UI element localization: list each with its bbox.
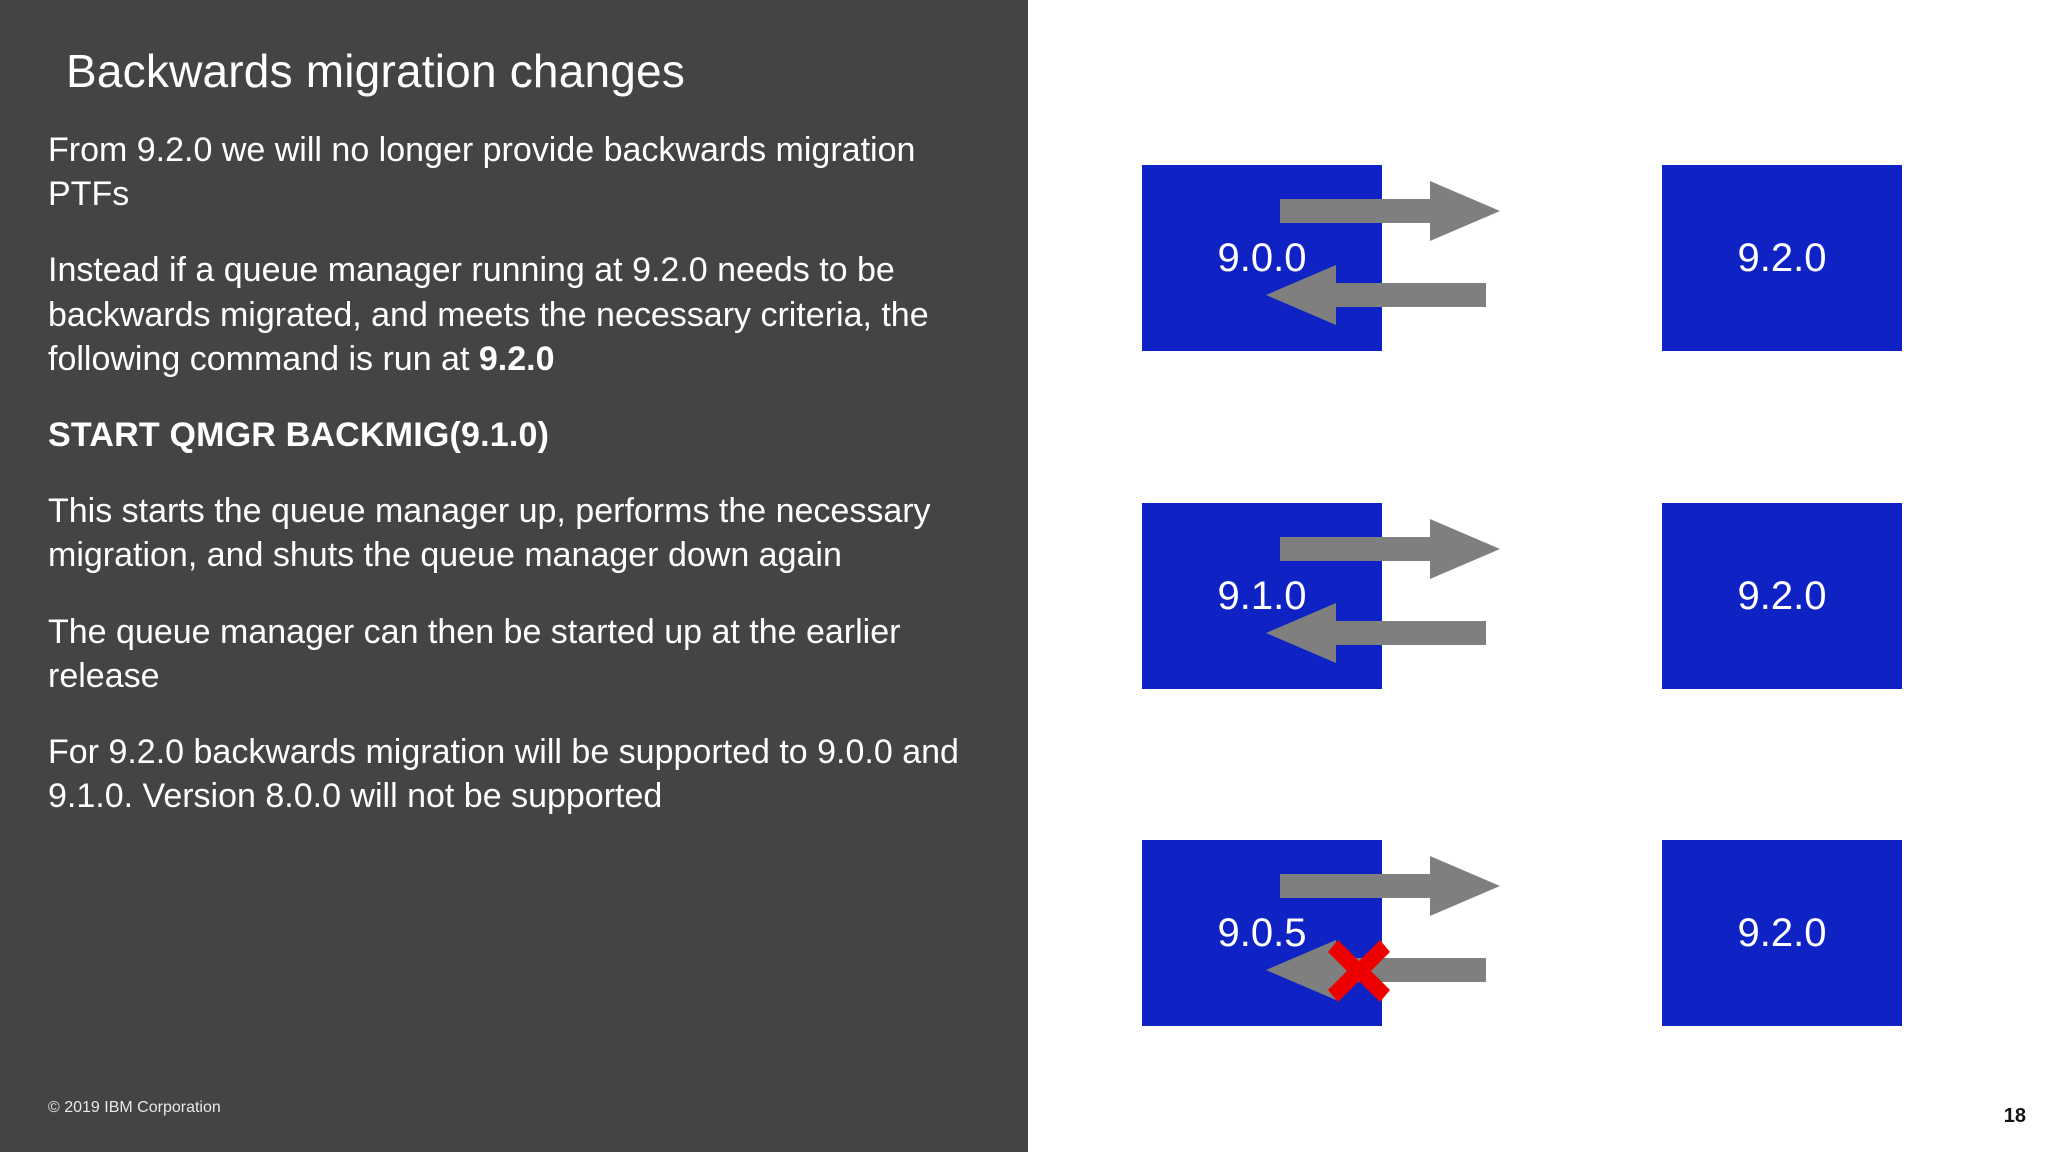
body-copy: From 9.2.0 we will no longer provide bac… xyxy=(48,128,998,818)
paragraph-text: From 9.2.0 we will no longer provide bac… xyxy=(48,131,916,214)
command-line: START QMGR BACKMIG(9.1.0) xyxy=(48,413,998,457)
diagram-row-3: 9.0.5 9.2.0 xyxy=(1028,840,2048,1026)
arrow-left-icon xyxy=(1266,601,1486,665)
arrow-left-icon xyxy=(1266,263,1486,327)
version-box-target: 9.2.0 xyxy=(1662,840,1902,1026)
version-box-source: 9.1.0 xyxy=(1142,503,1382,689)
arrow-left-icon xyxy=(1266,938,1486,1002)
version-box-target: 9.2.0 xyxy=(1662,165,1902,351)
paragraph-emphasis-version: 9.2.0 xyxy=(478,339,555,378)
paragraph-text: For 9.2.0 backwards migration will be su… xyxy=(48,732,959,816)
paragraph-intro: From 9.2.0 we will no longer provide bac… xyxy=(48,128,998,216)
paragraph-text: The queue manager can then be started up… xyxy=(48,612,901,695)
version-box-source: 9.0.0 xyxy=(1142,165,1382,351)
paragraph-restart: The queue manager can then be started up… xyxy=(48,610,998,698)
paragraph-text: This starts the queue manager up, perfor… xyxy=(48,492,931,575)
version-box-target: 9.2.0 xyxy=(1662,503,1902,689)
command-text: START QMGR BACKMIG(9.1.0) xyxy=(48,415,550,454)
migration-diagram: 9.0.0 9.2.0 9.1.0 xyxy=(1028,0,2048,1152)
paragraph-instead: Instead if a queue manager running at 9.… xyxy=(48,248,998,381)
blocked-cross-icon xyxy=(1328,940,1390,1002)
paragraph-starts: This starts the queue manager up, perfor… xyxy=(48,489,998,577)
arrow-right-icon xyxy=(1280,179,1500,243)
diagram-row-1: 9.0.0 9.2.0 xyxy=(1028,165,2048,351)
diagram-row-2: 9.1.0 9.2.0 xyxy=(1028,503,2048,689)
page-number: 18 xyxy=(2003,1105,2026,1127)
arrow-right-icon xyxy=(1280,517,1500,581)
copyright-notice: © 2019 IBM Corporation xyxy=(48,1099,221,1116)
paragraph-support-matrix: For 9.2.0 backwards migration will be su… xyxy=(48,730,998,818)
arrow-right-icon xyxy=(1280,854,1500,918)
paragraph-text: Instead if a queue manager running at 9.… xyxy=(48,251,929,378)
page-title: Backwards migration changes xyxy=(66,45,686,97)
left-content-panel: Backwards migration changes From 9.2.0 w… xyxy=(0,0,1028,1152)
